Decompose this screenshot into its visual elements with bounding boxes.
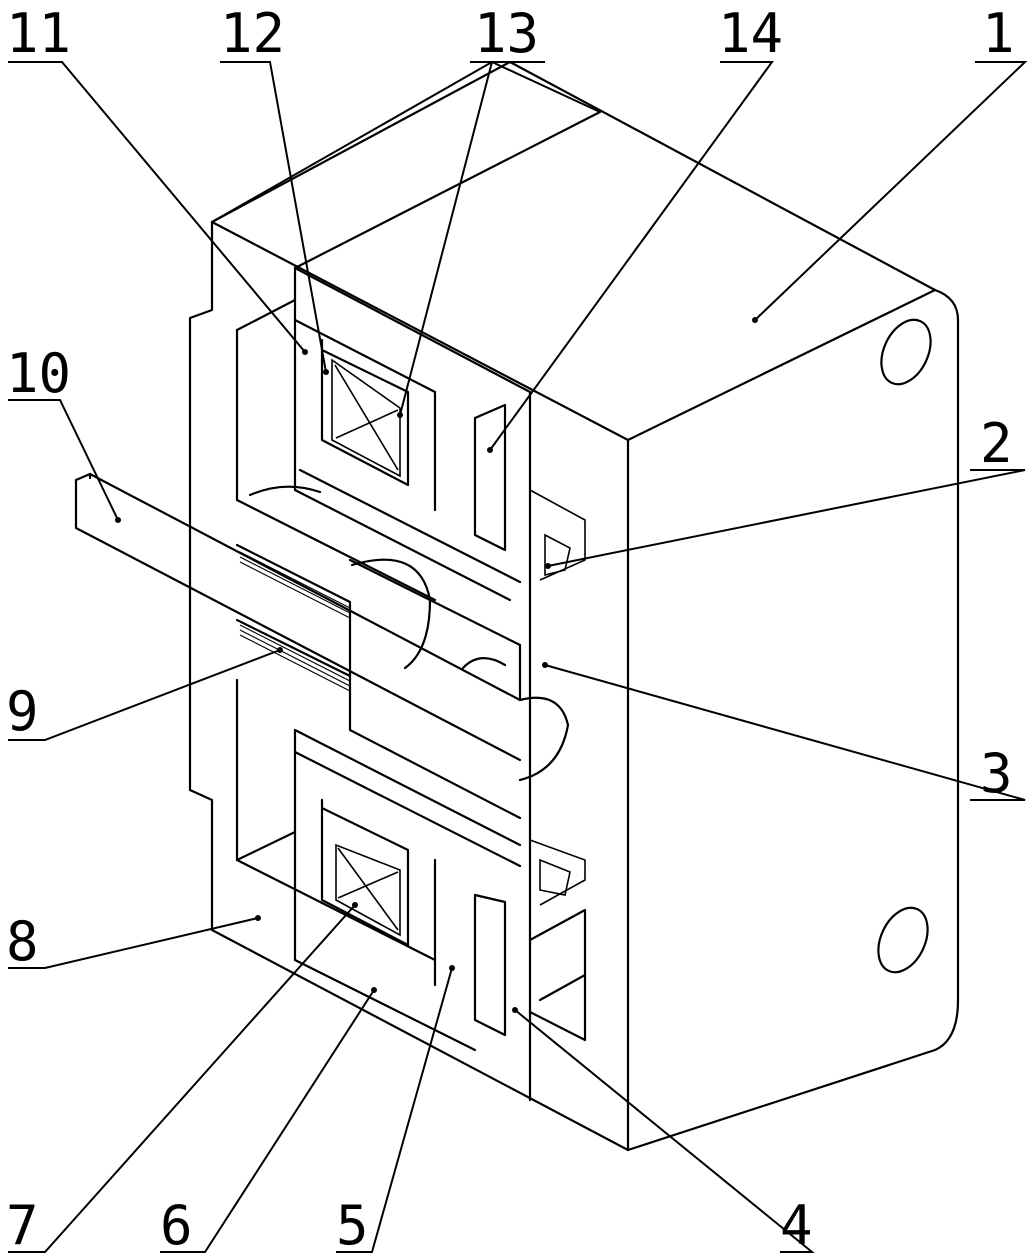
housing-outline (190, 62, 958, 1150)
callout-6: 6 (160, 1194, 193, 1257)
callout-11: 11 (6, 2, 71, 65)
callout-8: 8 (6, 910, 39, 973)
callout-9: 9 (6, 680, 39, 743)
mount-hole-top (872, 312, 941, 392)
mount-hole-bottom (869, 900, 938, 980)
callout-12: 12 (220, 2, 285, 65)
callout-14: 14 (718, 2, 783, 65)
shaft (76, 474, 520, 760)
callout-13: 13 (474, 2, 539, 65)
callout-3: 3 (980, 742, 1013, 805)
callout-7: 7 (6, 1194, 39, 1257)
callout-4: 4 (780, 1194, 813, 1257)
callout-2: 2 (980, 412, 1013, 475)
callout-10: 10 (6, 342, 71, 405)
leader-lines (8, 62, 1025, 1252)
callout-1: 1 (982, 2, 1015, 65)
callout-labels: 11 12 13 14 1 10 2 9 3 8 7 6 5 4 (6, 2, 1015, 1257)
callout-5: 5 (336, 1194, 369, 1257)
